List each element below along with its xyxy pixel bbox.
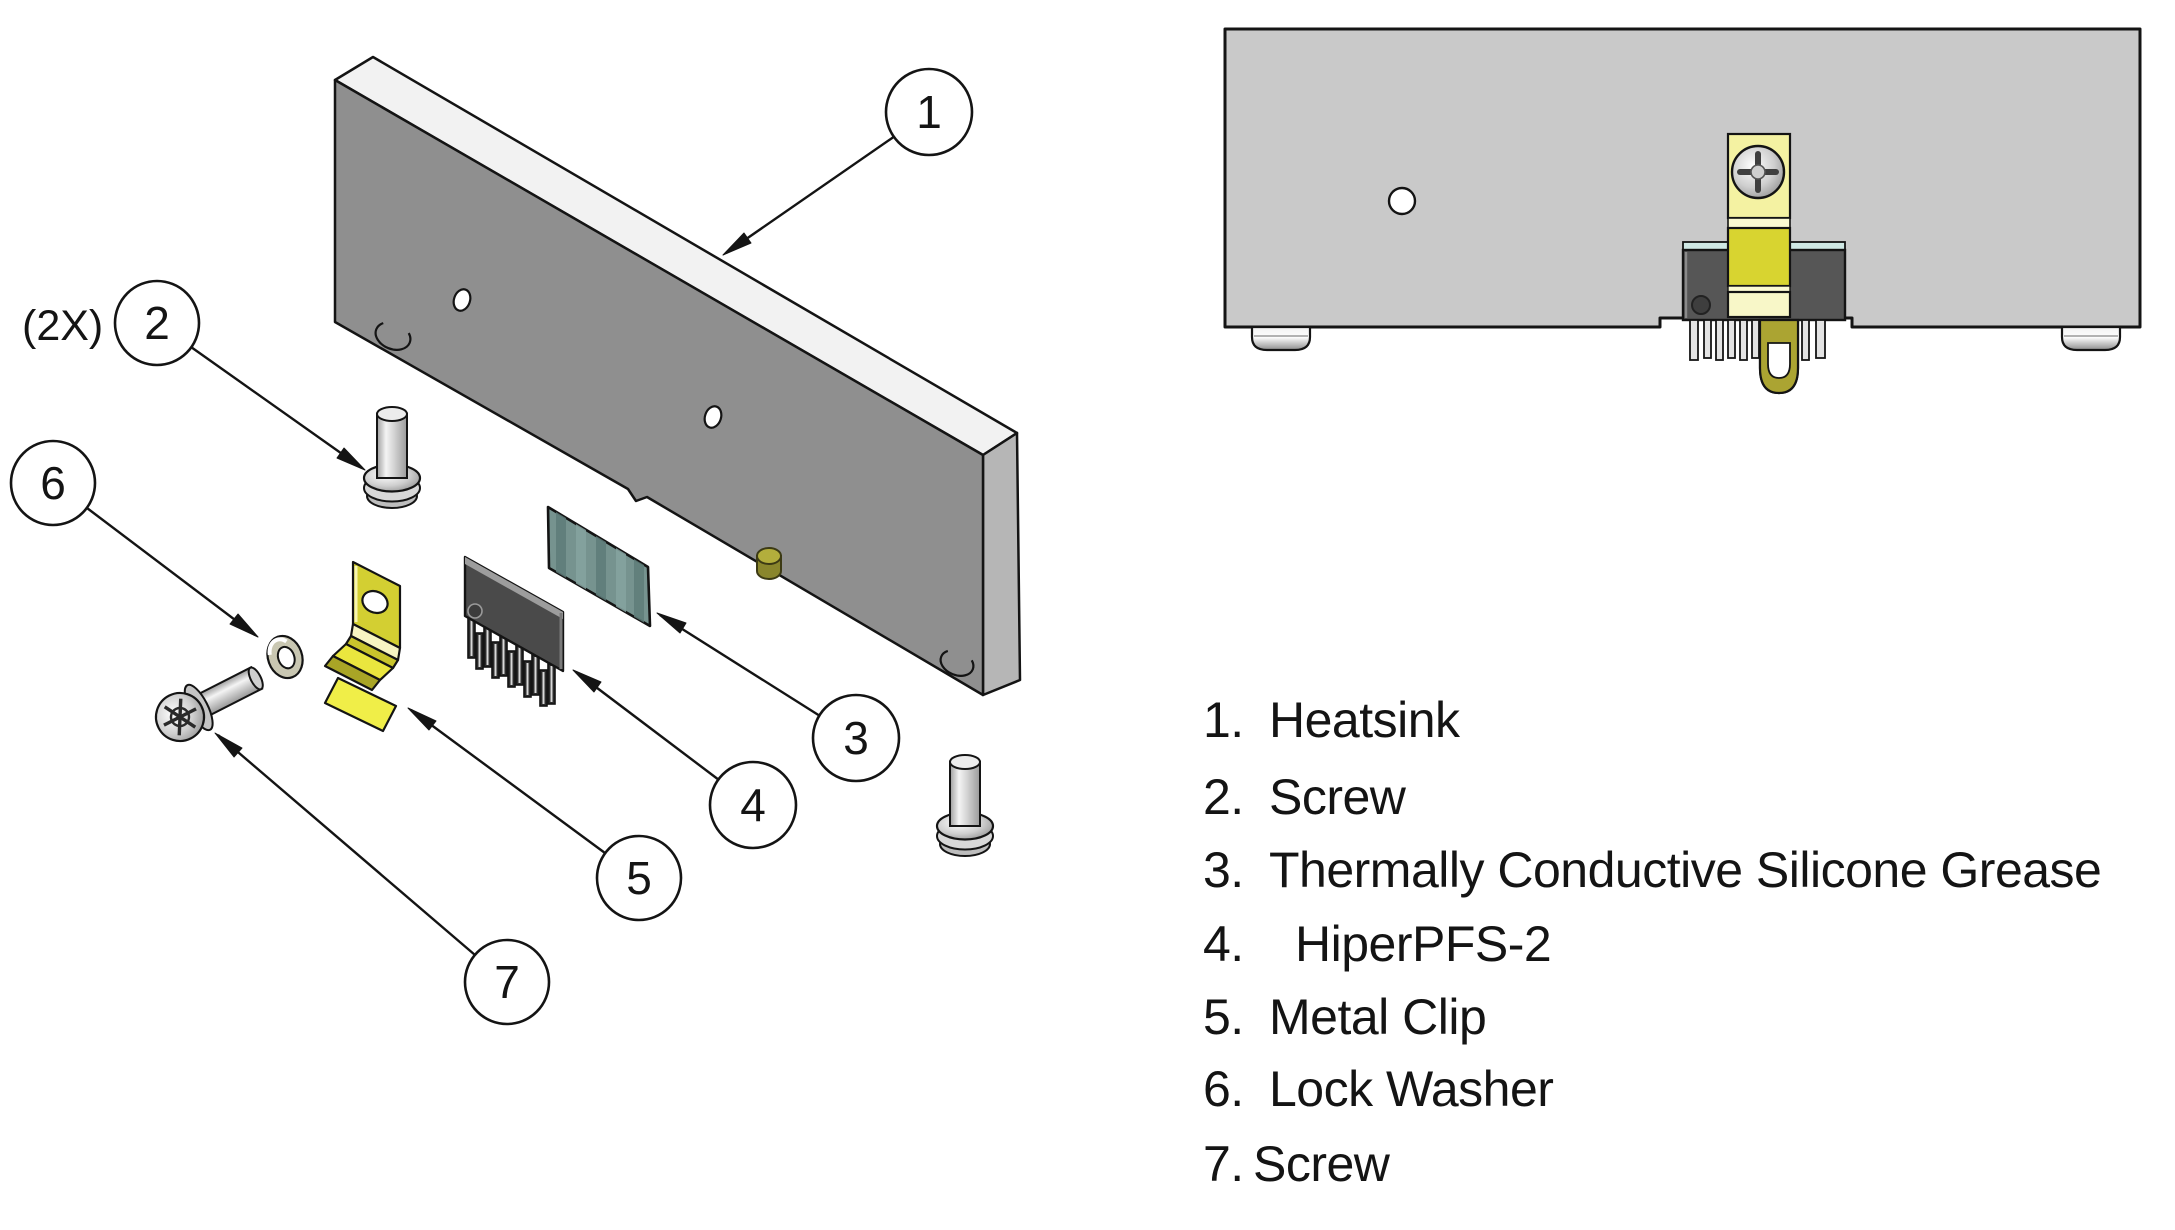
ic-top-bevel <box>465 557 563 619</box>
parts-list-item-6: 6. Lock Washer <box>1203 1061 1554 1119</box>
leader-3 <box>659 613 821 718</box>
screw-2-lower <box>935 754 995 857</box>
heatsink-right-face <box>981 431 1022 697</box>
heatsink-hole-upper <box>452 288 472 312</box>
balloon-1: 1 <box>884 67 974 157</box>
part-number: 6. <box>1203 1061 1244 1117</box>
ic-pins <box>467 617 556 707</box>
part-name: Metal Clip <box>1269 989 1487 1045</box>
part-name: Heatsink <box>1269 692 1460 748</box>
parts-list-item-4: 4. HiperPFS-2 <box>1203 916 1552 974</box>
countersink-arc-right <box>939 649 975 677</box>
balloons: 1 2 3 4 5 6 7 <box>9 67 974 1026</box>
assembled-view <box>1223 27 2142 395</box>
part-number: 3. <box>1203 842 1244 898</box>
parts-list-item-3: 3. Thermally Conductive Silicone Grease <box>1203 842 2102 900</box>
parts-list-item-2: 2. Screw <box>1203 769 1406 827</box>
part-name: Screw <box>1269 769 1406 825</box>
balloon-5-label: 5 <box>626 852 652 904</box>
parts-list-item-7: 7. Screw <box>1203 1136 1390 1194</box>
heatsink-front-face <box>333 78 985 697</box>
hiperpfs2-ic <box>463 555 565 707</box>
arrow-4 <box>572 669 602 693</box>
balloon-6: 6 <box>9 439 97 527</box>
balloon-3-label: 3 <box>843 712 869 764</box>
heatsink-exploded <box>333 55 1022 697</box>
leader-arrowheads <box>214 232 752 758</box>
leader-4 <box>575 671 720 781</box>
qty-note-2x: (2X) <box>22 302 103 350</box>
lock-washer <box>266 634 304 680</box>
clip-flap <box>323 676 398 733</box>
ic-indent <box>467 603 483 619</box>
arrow-3 <box>656 612 687 634</box>
balloon-5: 5 <box>595 834 683 922</box>
clip-strip <box>1726 132 1792 319</box>
metal-clip <box>323 560 402 733</box>
part-name: HiperPFS-2 <box>1295 916 1552 972</box>
leader-7 <box>217 734 476 956</box>
leader-1 <box>725 135 896 254</box>
part-name: Thermally Conductive Silicone Grease <box>1269 842 2102 898</box>
exploded-view: 1 2 3 4 5 6 7 <box>9 55 1022 1026</box>
arrow-5 <box>407 707 437 731</box>
part-number: 1. <box>1203 692 1244 748</box>
countersink-arc-left <box>374 321 412 351</box>
balloon-1-label: 1 <box>916 86 942 138</box>
part-number: 7. <box>1203 1136 1244 1192</box>
part-number: 2. <box>1203 769 1244 825</box>
clip-screw <box>1730 144 1786 200</box>
foot-left <box>1250 325 1312 352</box>
parts-list-item-1: 1. Heatsink <box>1203 692 1460 750</box>
grease-pad-streaks <box>556 512 644 626</box>
balloon-2-label: 2 <box>144 297 170 349</box>
screw-7-torx <box>163 698 197 736</box>
heatsink-assembled <box>1223 27 2142 329</box>
balloon-2: 2 <box>113 279 201 367</box>
arrow-1 <box>722 232 752 256</box>
balloon-4: 4 <box>708 760 798 850</box>
leader-lines <box>86 135 896 956</box>
balloon-4-label: 4 <box>740 779 766 831</box>
ic-indent-assembled <box>1691 295 1711 315</box>
part-name: Lock Washer <box>1269 1061 1554 1117</box>
part-number: 5. <box>1203 989 1244 1045</box>
part-name: Screw <box>1253 1136 1390 1192</box>
parts-list-item-5: 5. Metal Clip <box>1203 989 1487 1047</box>
foot-right <box>2060 325 2122 352</box>
screw-7 <box>154 665 264 743</box>
part-number: 4. <box>1203 916 1244 972</box>
grease-pad <box>546 505 652 628</box>
clip-hole <box>361 589 389 615</box>
leader-2 <box>190 346 363 469</box>
arrow-2 <box>336 447 366 471</box>
parts-list: 1. Heatsink 2. Screw 3. Thermally Conduc… <box>1203 0 2163 1230</box>
heatsink-hole-lower <box>703 405 723 429</box>
balloon-7: 7 <box>463 938 551 1026</box>
arrow-7 <box>214 732 243 758</box>
balloon-6-label: 6 <box>40 457 66 509</box>
clip-loop-front <box>1758 318 1800 395</box>
heatsink-hole-assembled <box>1387 186 1417 216</box>
arrow-6 <box>229 613 259 638</box>
leader-5 <box>410 709 606 854</box>
balloon-7-label: 7 <box>494 956 520 1008</box>
balloon-3: 3 <box>811 693 901 783</box>
leader-6 <box>86 507 256 636</box>
screw-2-upper <box>362 406 422 509</box>
standoff <box>756 547 782 580</box>
clip-loop-hole <box>1767 342 1791 379</box>
